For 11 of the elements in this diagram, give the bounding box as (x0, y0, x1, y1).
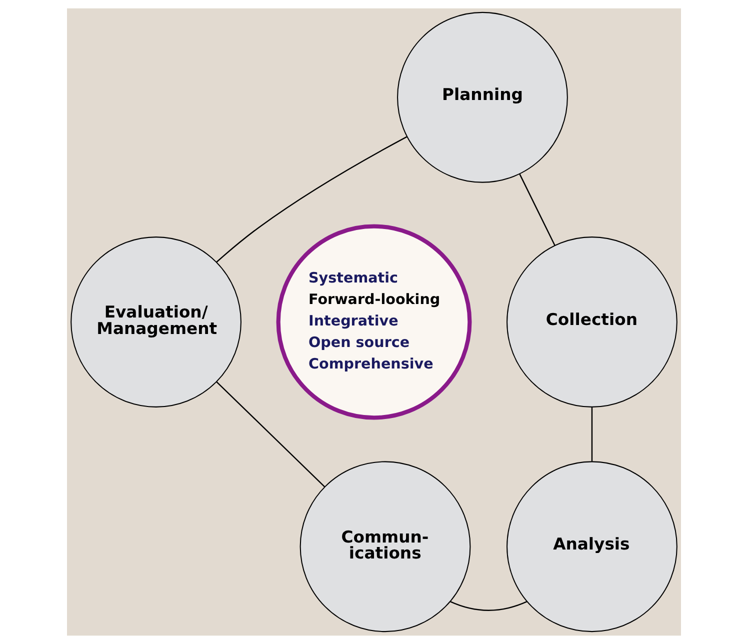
connector (518, 174, 555, 246)
node-circle: Evaluation/ Management (70, 236, 241, 408)
connector (216, 381, 325, 488)
connector (216, 136, 407, 263)
connector (590, 407, 592, 462)
node-circle: Collection (506, 236, 677, 408)
connector (450, 600, 527, 611)
node-circle: Commun- ications (299, 461, 470, 632)
node-circle: Planning (396, 12, 568, 183)
node-circle: Analysis (506, 461, 677, 632)
node-circle: Systematic Forward-looking Integrative Open source Comprehensive (276, 224, 472, 420)
